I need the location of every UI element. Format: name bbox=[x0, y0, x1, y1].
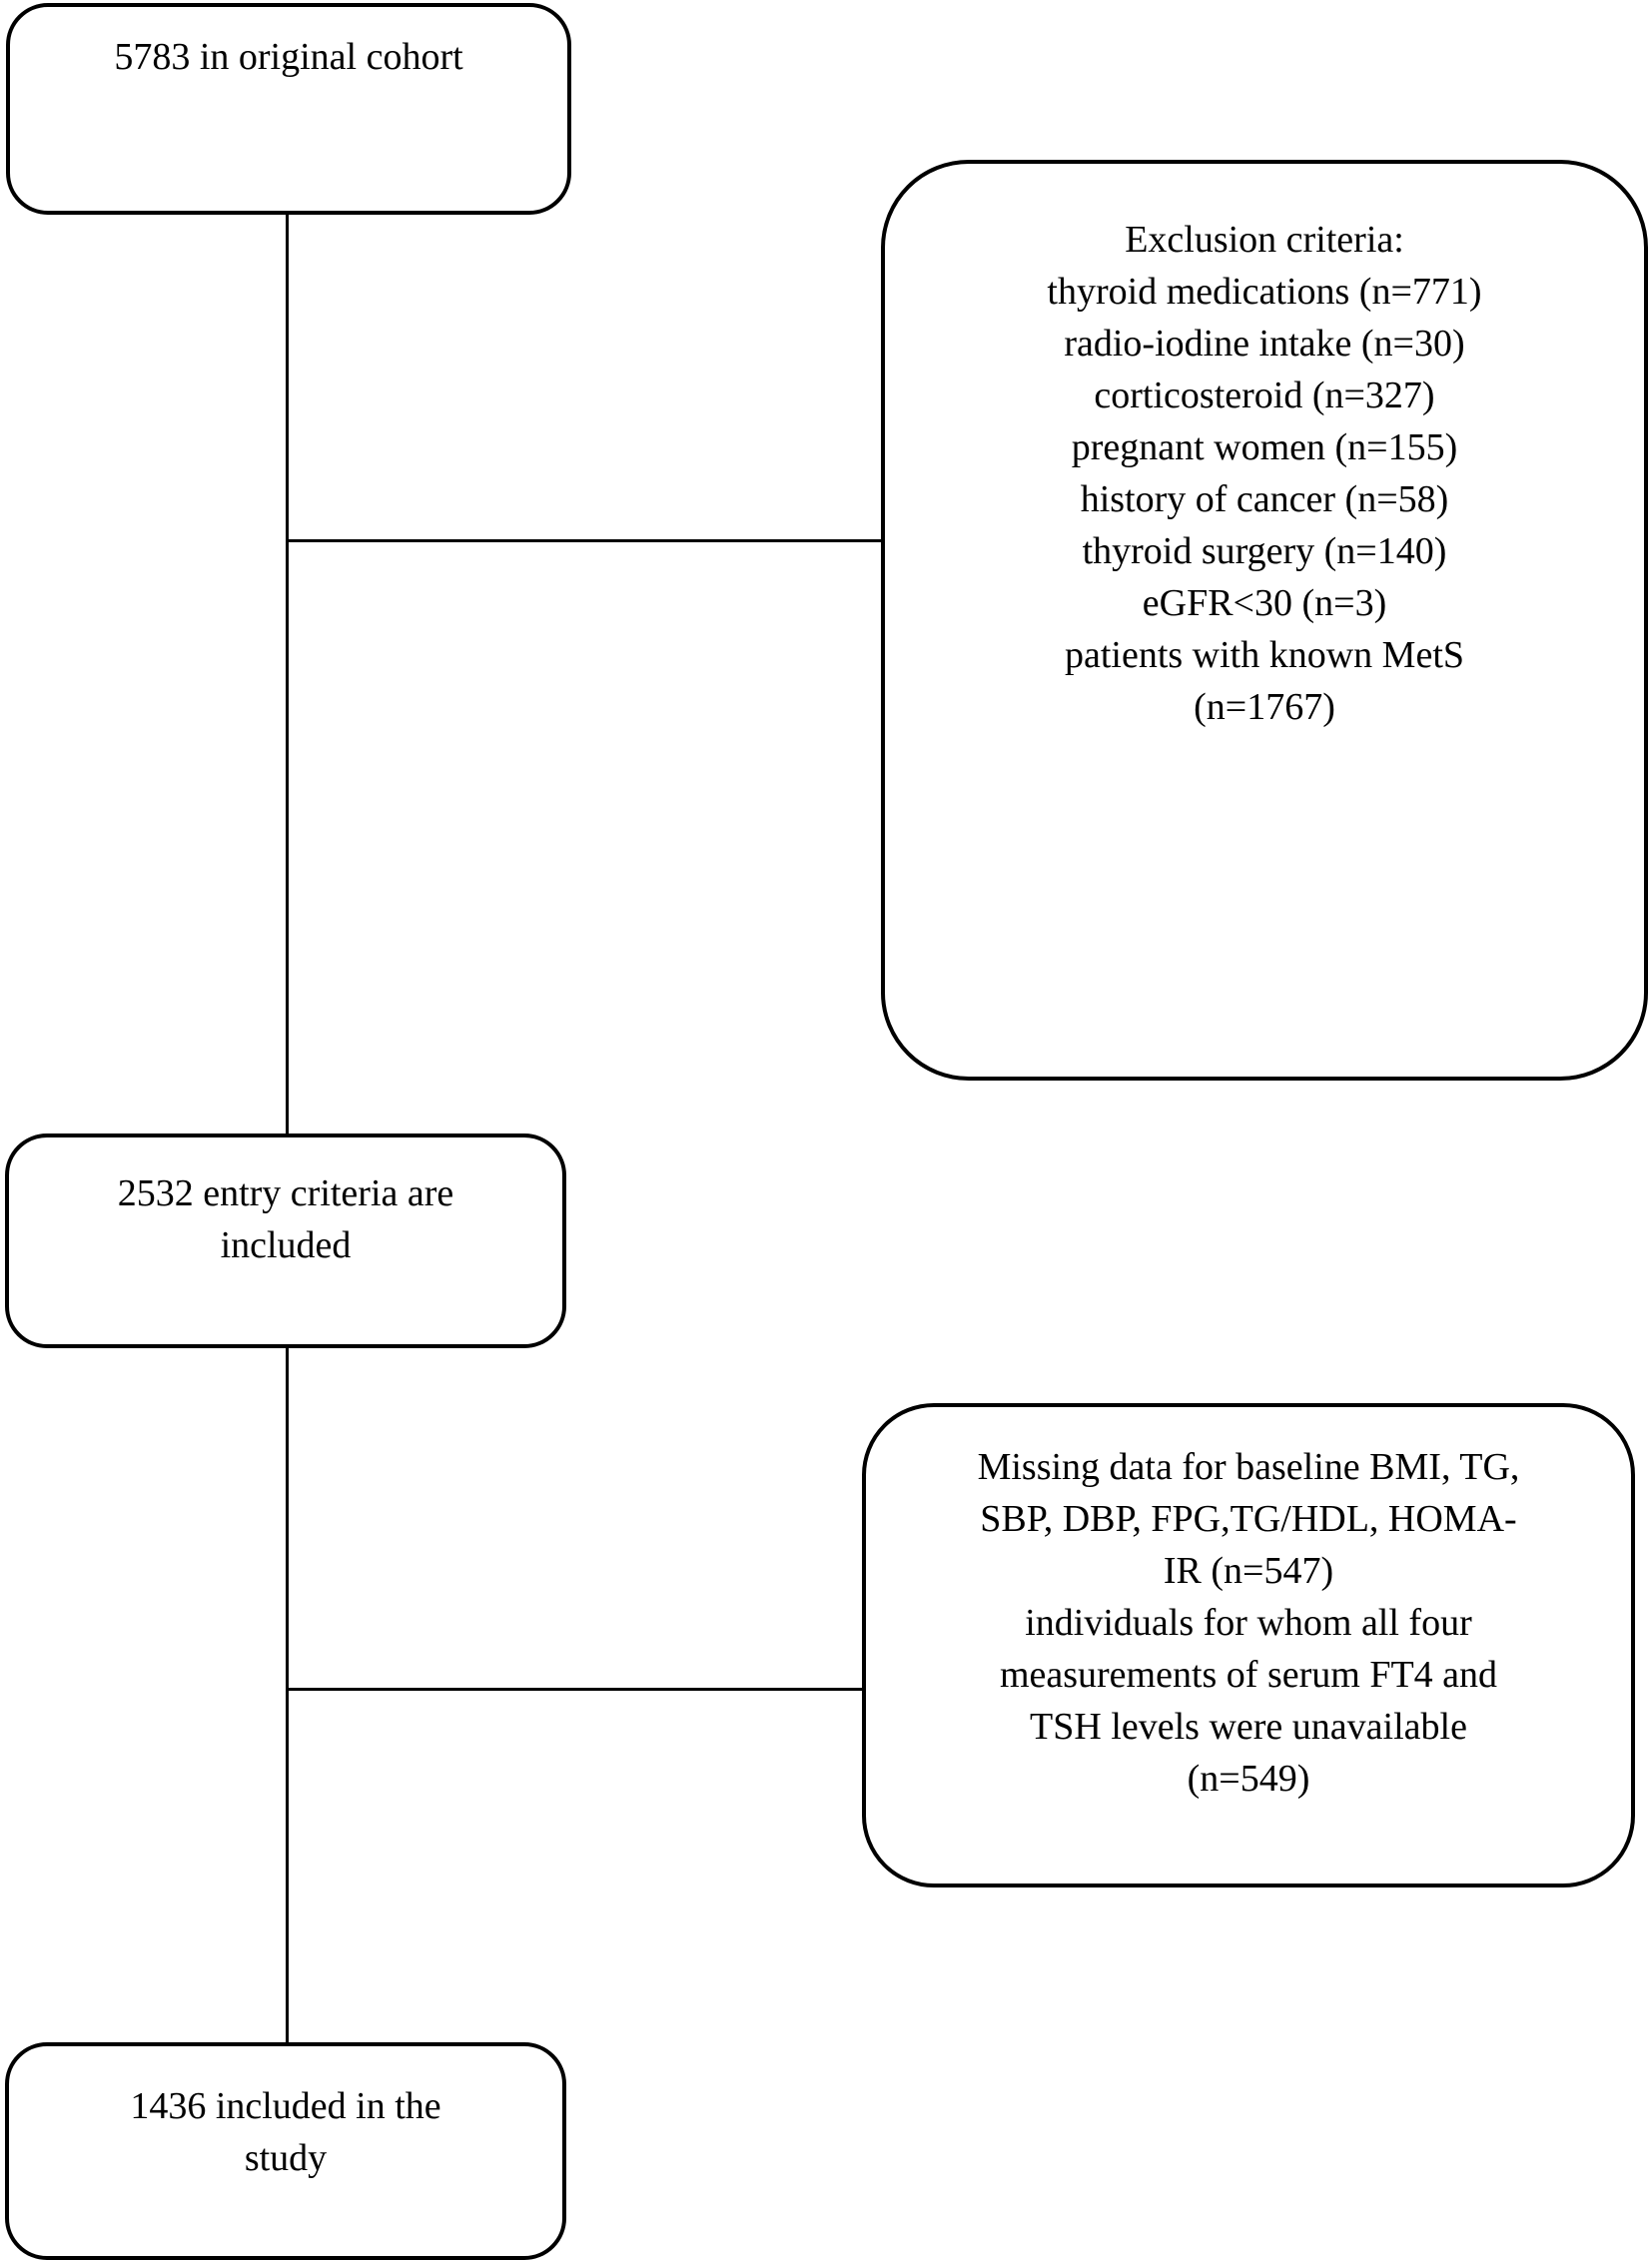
exclusion-item-3: corticosteroid (n=327) bbox=[1094, 375, 1435, 416]
missing-data-line-1: Missing data for baseline BMI, TG, bbox=[977, 1446, 1520, 1488]
entry-criteria-text-line-1: 2532 entry criteria are bbox=[117, 1172, 454, 1214]
node-original-cohort: 5783 in original cohort bbox=[6, 3, 571, 215]
exclusion-item-7: eGFR<30 (n=3) bbox=[1142, 582, 1387, 624]
exclusion-title: Exclusion criteria: bbox=[1125, 219, 1404, 261]
exclusion-item-8: patients with known MetS bbox=[1064, 634, 1465, 676]
exclusion-item-8-count: (n=1767) bbox=[1194, 686, 1335, 728]
node-missing-data: Missing data for baseline BMI, TG, SBP, … bbox=[862, 1403, 1635, 1887]
missing-data-line-5: measurements of serum FT4 and bbox=[999, 1654, 1498, 1696]
node-included-in-study: 1436 included in the study bbox=[5, 2042, 566, 2260]
exclusion-item-4: pregnant women (n=155) bbox=[1071, 426, 1458, 468]
connector-to-missing-data-box-line bbox=[287, 1688, 862, 1691]
connector-to-exclusion-box-line bbox=[287, 539, 881, 542]
included-study-text-line-2: study bbox=[244, 2137, 328, 2179]
node-exclusion-criteria: Exclusion criteria: thyroid medications … bbox=[881, 160, 1648, 1081]
missing-data-line-2: SBP, DBP, FPG,TG/HDL, HOMA- bbox=[980, 1498, 1517, 1540]
exclusion-item-5: history of cancer (n=58) bbox=[1080, 478, 1449, 520]
entry-criteria-text-line-2: included bbox=[220, 1224, 352, 1266]
missing-data-line-3: IR (n=547) bbox=[1163, 1550, 1334, 1592]
missing-data-line-6: TSH levels were unavailable bbox=[1030, 1706, 1467, 1748]
original-cohort-text: 5783 in original cohort bbox=[114, 36, 463, 78]
exclusion-item-2: radio-iodine intake (n=30) bbox=[1064, 323, 1465, 365]
connector-entry-to-included-line bbox=[286, 1348, 289, 2042]
missing-data-line-4: individuals for whom all four bbox=[1025, 1602, 1472, 1644]
missing-data-line-7: (n=549) bbox=[1187, 1758, 1310, 1800]
included-study-text-line-1: 1436 included in the bbox=[130, 2085, 441, 2127]
exclusion-item-6: thyroid surgery (n=140) bbox=[1082, 530, 1447, 572]
connector-original-to-entry-line bbox=[286, 215, 289, 1133]
node-entry-criteria: 2532 entry criteria are included bbox=[5, 1133, 566, 1348]
exclusion-item-1: thyroid medications (n=771) bbox=[1047, 271, 1482, 313]
